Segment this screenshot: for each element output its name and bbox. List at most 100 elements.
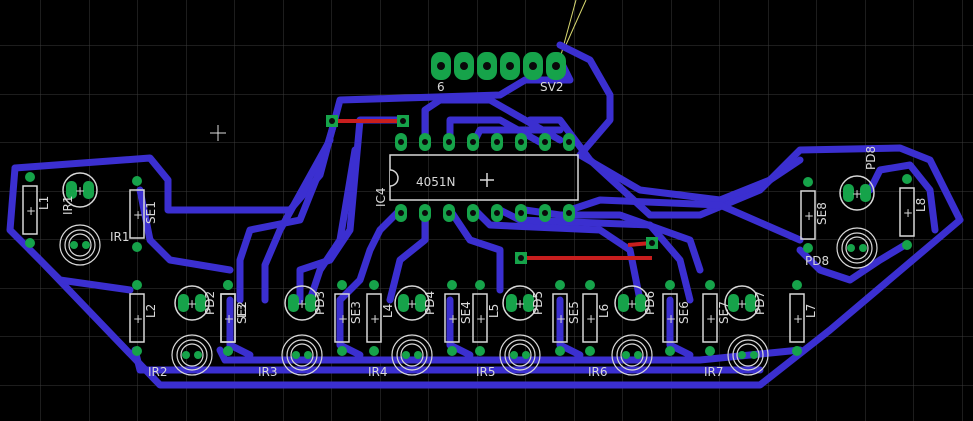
resistor-l5[interactable]: L5+ — [472, 280, 501, 356]
ic-pin-hole — [470, 210, 476, 216]
ic-pins — [395, 133, 575, 222]
part-label: IR2 — [148, 365, 168, 379]
plus-mark: + — [586, 312, 596, 326]
ic-pin-hole — [398, 210, 404, 216]
pad — [705, 280, 715, 290]
outline — [472, 293, 488, 343]
photodiode-ir1[interactable]: +IR1 — [61, 172, 98, 215]
pad — [25, 172, 35, 182]
outline — [616, 339, 648, 371]
ir-led-ir7[interactable]: IR7 — [704, 334, 769, 379]
pad — [304, 351, 312, 359]
photodiode-pd4[interactable]: +PD4 — [394, 285, 437, 321]
via-hole — [649, 240, 655, 246]
plus-mark: + — [737, 297, 747, 311]
header-sv2[interactable] — [431, 52, 566, 80]
part-label: SE3 — [349, 301, 363, 324]
pad — [194, 351, 202, 359]
outline — [724, 285, 760, 321]
ic-name-label: IC4 — [374, 187, 388, 207]
ic-pin-hole — [422, 210, 428, 216]
pad — [288, 294, 299, 312]
ir-led-ir6[interactable]: IR6 — [588, 334, 653, 379]
plus-mark: + — [666, 312, 676, 326]
part-label: L8 — [914, 198, 928, 212]
pad — [585, 346, 595, 356]
pad — [292, 351, 300, 359]
outline — [727, 334, 769, 376]
resistor-l1[interactable]: L1+ — [22, 172, 51, 248]
plus-mark: + — [370, 312, 380, 326]
ir-led-ir3[interactable]: IR3 — [258, 334, 323, 379]
plus-mark: + — [407, 297, 417, 311]
header-name-label: SV2 — [540, 80, 563, 94]
ic-pin-hole — [494, 210, 500, 216]
pad — [369, 280, 379, 290]
ir-led-pd8[interactable]: PD8 — [805, 227, 878, 269]
photodiode-pd2[interactable]: +PD2 — [174, 285, 217, 321]
plus-mark: + — [556, 312, 566, 326]
outline — [732, 339, 764, 371]
outline — [68, 233, 92, 257]
photodiode-pd3[interactable]: +PD3 — [284, 285, 327, 321]
pad — [195, 294, 206, 312]
photodiode-pd5[interactable]: +PD5 — [502, 285, 545, 321]
pad — [705, 346, 715, 356]
resistor-se5[interactable]: SE5+ — [552, 280, 581, 356]
pad — [902, 174, 912, 184]
part-label: IR4 — [368, 365, 388, 379]
part-label: PD2 — [203, 291, 217, 315]
outline — [290, 343, 314, 367]
plus-mark: + — [627, 297, 637, 311]
pad — [25, 238, 35, 248]
photodiode-pd7[interactable]: +PD7 — [724, 285, 767, 321]
ir-led-ir4[interactable]: IR4 — [368, 334, 433, 379]
resistor-l2[interactable]: L2+ — [129, 280, 158, 356]
resistor-se4[interactable]: SE4+ — [444, 280, 473, 356]
part-label: IR1 — [110, 230, 130, 244]
resistor-l4[interactable]: L4+ — [366, 280, 395, 356]
pad — [132, 346, 142, 356]
ic-value-label: 4051N — [416, 175, 456, 189]
ir-led-ir2[interactable]: IR2 — [148, 334, 213, 379]
outline — [899, 187, 915, 237]
pad — [305, 294, 316, 312]
outline — [174, 285, 210, 321]
resistor-l8[interactable]: L8+ — [899, 174, 928, 250]
vias — [326, 115, 658, 264]
outline — [444, 293, 460, 343]
resistor-l6[interactable]: L6+ — [582, 280, 611, 356]
outline — [499, 334, 541, 376]
part-label: L7 — [804, 304, 818, 318]
outline — [180, 343, 204, 367]
ir-led-ir1[interactable]: IR1 — [59, 224, 130, 266]
header-pin-hole — [529, 62, 537, 70]
resistor-se7[interactable]: SE7+ — [702, 280, 731, 356]
pad — [618, 294, 629, 312]
outline — [284, 285, 320, 321]
ir-led-ir5[interactable]: IR5 — [476, 334, 541, 379]
header-pin-label: 6 — [437, 80, 445, 94]
part-label: IR1 — [61, 195, 75, 215]
outline — [614, 285, 650, 321]
photodiode-pd6[interactable]: +PD6 — [614, 285, 657, 321]
resistor-se6[interactable]: SE6+ — [662, 280, 691, 356]
pad — [902, 240, 912, 250]
plus-mark: + — [75, 184, 85, 198]
ic-pin-hole — [446, 210, 452, 216]
ic4-footprint[interactable]: 4051N IC4 — [374, 133, 579, 222]
plus-mark: + — [804, 209, 814, 223]
ic-pin-hole — [542, 139, 548, 145]
pad — [415, 294, 426, 312]
pad — [506, 294, 517, 312]
part-label: PD8 — [805, 254, 829, 268]
photodiode-pd8[interactable]: +PD8 — [839, 146, 878, 211]
plus-mark: + — [224, 312, 234, 326]
plus-mark: + — [224, 312, 234, 326]
resistor-l7[interactable]: L7+ — [789, 280, 818, 356]
resistor-l3[interactable]: L3+ — [220, 280, 249, 356]
resistor-se3[interactable]: SE3+ — [334, 280, 363, 356]
resistor-se1[interactable]: SE1+ — [129, 176, 158, 252]
resistor-se8[interactable]: SE8+ — [800, 177, 829, 253]
